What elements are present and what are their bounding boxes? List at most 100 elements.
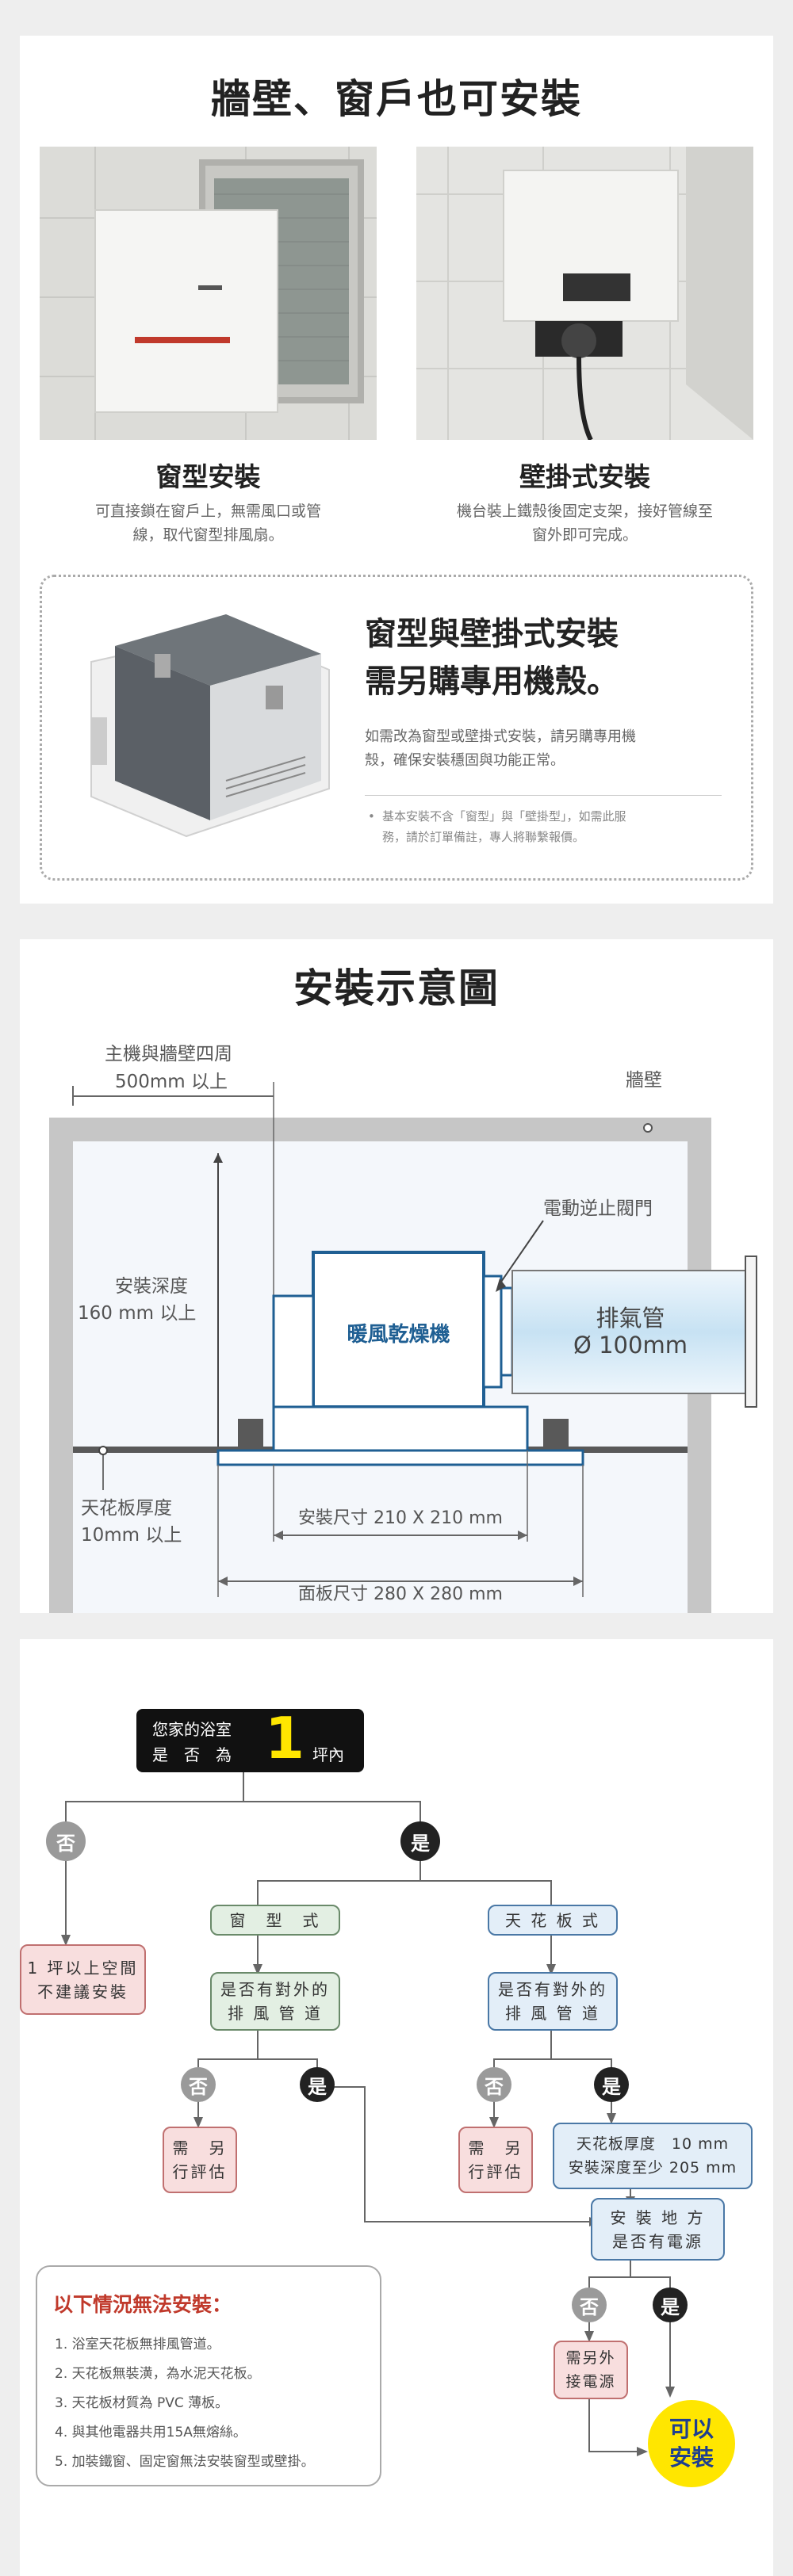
section-install-diagram: 安裝示意圖 主機與牆壁四周 500mm 以上 牆壁 電動逆止閥門 安裝深度 16… <box>20 939 773 1613</box>
power-q-line2: 是否有電源 <box>612 2231 703 2251</box>
ceiling-eval-line1: 需 另 <box>468 2138 523 2157</box>
clearance-label: 主機與牆壁四周 <box>105 1044 232 1064</box>
right-bracket <box>543 1419 569 1447</box>
housing-title-line2: 需另購專用機殼。 <box>365 663 619 700</box>
install-size-label: 安裝尺寸 210 X 210 mm <box>298 1508 503 1528</box>
housing-image <box>67 598 345 852</box>
ceiling-req-line1: 天花板厚度 10 mm <box>576 2135 730 2153</box>
power-q-line1: 安 裝 地 方 <box>610 2207 706 2227</box>
ok-line1: 可以 <box>668 2416 714 2442</box>
left-bracket <box>238 1419 263 1447</box>
ceiling-req-line2: 安裝深度至少 205 mm <box>568 2159 737 2177</box>
power-need-line1: 需另外 <box>565 2349 616 2367</box>
not-recommended-box: 1 坪以上空間 不建議安裝 <box>20 1944 146 2015</box>
wall-photo-illustration <box>416 147 753 440</box>
exhaust-duct <box>511 1270 751 1394</box>
duct-label: 排氣管 <box>596 1305 665 1332</box>
window-eval-box: 需 另 行評估 <box>163 2127 237 2193</box>
depth-value: 160 mm 以上 <box>78 1303 197 1324</box>
ceiling-thickness-label: 天花板厚度 <box>81 1498 172 1519</box>
housing-illustration <box>90 614 330 838</box>
depth-label: 安裝深度 <box>115 1276 188 1297</box>
yes-badge-4: 是 <box>653 2287 688 2322</box>
bathroom-size-question: 您家的浴室 是 否 為 1 坪內 <box>136 1705 364 1772</box>
cannot-install-box: 以下情況無法安裝： 1. 浴室天花板無排風管道。 2. 天花板無裝潢，為水泥天花… <box>36 2265 381 2486</box>
ceiling-eval-box: 需 另 行評估 <box>458 2127 533 2193</box>
install-diagram <box>49 1082 757 1613</box>
no-badge-1: 否 <box>46 1821 86 1861</box>
cannot-install-title: 以下情況無法安裝： <box>53 2293 232 2316</box>
power-need-line2: 接電源 <box>565 2373 616 2391</box>
housing-title: 窗型與壁掛式安裝 需另購專用機殼。 <box>365 610 730 705</box>
wall-type-desc-line1: 機台裝上鐵殼後固定支架，接好管線至 <box>456 503 713 520</box>
window-eval-line2: 行評估 <box>172 2162 228 2181</box>
question-number: 1 <box>265 1705 305 1771</box>
no-badge-4: 否 <box>572 2287 607 2322</box>
cannot-install-list: 1. 浴室天花板無排風管道。 2. 天花板無裝潢，為水泥天花板。 3. 天花板材… <box>55 2330 372 2477</box>
cannot-install-item: 4. 與其他電器共用15A無熔絲。 <box>55 2425 247 2440</box>
housing-title-line1: 窗型與壁掛式安裝 <box>365 616 619 652</box>
cannot-install-item: 1. 浴室天花板無排風管道。 <box>55 2337 220 2352</box>
ceiling-exhaust-q-line1: 是否有對外的 <box>498 1980 607 1999</box>
housing-note-line2: 務，請於訂單備註，專人將聯繫報價。 <box>382 830 585 844</box>
window-exhaust-q-line1: 是否有對外的 <box>220 1980 330 1999</box>
housing-info-box <box>40 575 753 881</box>
window-type-title: 窗型安裝 <box>155 461 261 492</box>
housing-desc-line2: 殼，確保安裝穩固與功能正常。 <box>365 752 565 769</box>
yes-badge-2: 是 <box>300 2067 335 2102</box>
window-type-desc-line1: 可直接鎖在窗戶上，無需風口或管 <box>94 503 321 520</box>
housing-divider <box>365 795 722 796</box>
section-flowchart: 您家的浴室 是 否 為 1 坪內 否 是 1 坪以上空間 不建議安裝 窗 型 式… <box>20 1639 773 2576</box>
wall-type-desc: 機台裝上鐵殼後固定支架，接好管線至 窗外即可完成。 <box>416 499 753 547</box>
ceiling-requirement-box: 天花板厚度 10 mm 安裝深度至少 205 mm <box>553 2123 753 2189</box>
wall-label: 牆壁 <box>626 1070 662 1091</box>
housing-note-line1: 基本安裝不含「窗型」與「壁掛型」，如需此服 <box>382 809 626 824</box>
window-exhaust-q-line2: 排 風 管 道 <box>227 2004 324 2023</box>
can-install-badge: 可以 安裝 <box>648 2400 735 2487</box>
housing-note: •基本安裝不含「窗型」與「壁掛型」，如需此服 務，請於訂單備註，專人將聯繫報價。 <box>365 806 737 847</box>
no-badge-3: 否 <box>477 2067 511 2102</box>
yes-badge-3: 是 <box>594 2067 629 2102</box>
ceiling-exhaust-q-line2: 排 風 管 道 <box>504 2004 601 2023</box>
wall-type-desc-line2: 窗外即可完成。 <box>531 526 638 544</box>
damper <box>482 1275 503 1389</box>
not-recommended-line1: 1 坪以上空間 <box>27 1958 139 1978</box>
window-type-desc-line2: 線，取代窗型排風扇。 <box>132 526 284 544</box>
cannot-install-item: 5. 加裝鐵窗、固定窗無法安裝窗型或壁掛。 <box>55 2454 315 2470</box>
panel-plate <box>216 1449 584 1466</box>
window-install-photo <box>40 147 377 440</box>
section-wall-window: 牆壁、窗戶也可安裝 <box>20 36 773 904</box>
no-badge-2: 否 <box>181 2067 216 2102</box>
housing-desc-line1: 如需改為窗型或壁掛式安裝，請另購專用機 <box>365 728 636 745</box>
question-line2: 是 否 為 <box>152 1745 232 1764</box>
duct-value: Ø 100mm <box>573 1332 688 1359</box>
power-question-box: 安 裝 地 方 是否有電源 <box>591 2198 725 2261</box>
damper-label: 電動逆止閥門 <box>543 1198 653 1219</box>
ceiling-type-box: 天 花 板 式 <box>488 1905 618 1936</box>
window-photo-illustration <box>40 147 377 440</box>
wall-type-title: 壁掛式安裝 <box>519 461 650 492</box>
dryer-unit-label: 暖風乾燥機 <box>347 1323 450 1347</box>
yes-badge-1: 是 <box>400 1821 440 1861</box>
question-unit: 坪內 <box>312 1745 344 1764</box>
cannot-install-item: 3. 天花板材質為 PVC 薄板。 <box>55 2395 229 2411</box>
question-line1: 您家的浴室 <box>152 1720 232 1739</box>
not-recommended-line2: 不建議安裝 <box>37 1982 128 2001</box>
clearance-value: 500mm 以上 <box>115 1072 228 1092</box>
window-type-box: 窗 型 式 <box>210 1905 340 1936</box>
dryer-unit <box>312 1251 485 1408</box>
window-type-desc: 可直接鎖在窗戶上，無需風口或管 線，取代窗型排風扇。 <box>40 499 377 547</box>
ceiling-eval-line2: 行評估 <box>468 2162 523 2181</box>
ceiling-exhaust-question: 是否有對外的 排 風 管 道 <box>488 1972 618 2031</box>
section2-title: 安裝示意圖 <box>293 965 500 1011</box>
housing-desc: 如需改為窗型或壁掛式安裝，請另購專用機 殼，確保安裝穩固與功能正常。 <box>365 725 730 773</box>
cannot-install-item: 2. 天花板無裝潢，為水泥天花板。 <box>55 2366 261 2382</box>
ceiling-thickness-value: 10mm 以上 <box>81 1525 182 1546</box>
wall-install-photo <box>416 147 753 440</box>
window-exhaust-question: 是否有對外的 排 風 管 道 <box>210 1972 340 2031</box>
ok-line2: 安裝 <box>668 2444 714 2471</box>
window-eval-line1: 需 另 <box>172 2138 228 2157</box>
power-need-box: 需另外 接電源 <box>554 2341 628 2399</box>
section1-title: 牆壁、窗戶也可安裝 <box>211 76 582 122</box>
panel-size-label: 面板尺寸 280 X 280 mm <box>298 1584 503 1604</box>
